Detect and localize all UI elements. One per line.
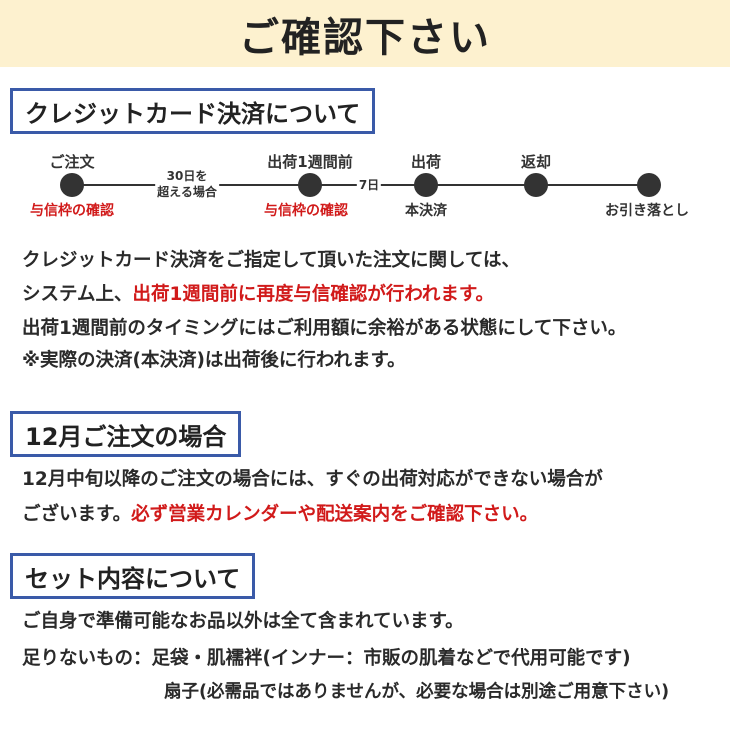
timeline-dot-return bbox=[524, 173, 548, 197]
timeline-dot-order bbox=[60, 173, 84, 197]
timeline-label-return: 返却 bbox=[520, 153, 552, 171]
december-para-1: 12月中旬以降のご注文の場合には、すぐの出荷対応ができない場合が bbox=[22, 469, 603, 490]
header-banner: ご確認下さい bbox=[0, 0, 730, 67]
timeline-sub-credit-check-2: 与信枠の確認 bbox=[264, 203, 348, 219]
section-title-set-contents: セット内容について bbox=[10, 553, 256, 599]
section-title-credit-card: クレジットカード決済について bbox=[10, 88, 376, 134]
credit-para-1: クレジットカード決済をご指定して頂いた注文に関しては、 bbox=[22, 250, 521, 271]
timeline-label-shipping: 出荷 bbox=[410, 153, 442, 171]
credit-para-2-highlight: 出荷1週間前に再度与信確認が行われます。 bbox=[132, 284, 495, 305]
page-title: ご確認下さい bbox=[239, 14, 491, 61]
set-para-1: ご自身で準備可能なお品以外は全て含まれています。 bbox=[22, 611, 464, 632]
december-para-2: ございます。必ず営業カレンダーや配送案内をご確認下さい。 bbox=[22, 497, 538, 533]
timeline-sub-withdrawal: お引き落とし bbox=[605, 203, 689, 219]
credit-para-3: 出荷1週間前のタイミングにはご利用額に余裕がある状態にして下さい。 bbox=[22, 318, 627, 339]
timeline-sub-settlement: 本決済 bbox=[405, 203, 447, 219]
timeline-label-week-before: 出荷1週間前 bbox=[267, 153, 353, 171]
timeline-sub-credit-check-1: 与信枠の確認 bbox=[30, 203, 114, 219]
timeline-dot-week-before bbox=[298, 173, 322, 197]
set-para-3: 扇子(必需品ではありませんが、必要な場合は別途ご用意下さい) bbox=[164, 682, 670, 702]
timeline-dot-withdrawal bbox=[637, 173, 661, 197]
gap-label-line1: 30日を bbox=[166, 169, 208, 183]
timeline-label-order: ご注文 bbox=[49, 153, 95, 171]
credit-para-2: システム上、出荷1週間前に再度与信確認が行われます。 bbox=[22, 277, 494, 313]
gap-label-line2: 超える場合 bbox=[157, 185, 217, 199]
timeline-gap-30days: 30日を 超える場合 bbox=[155, 168, 219, 200]
timeline-gap-7days: 7日 bbox=[356, 177, 382, 193]
section-title-december: 12月ご注文の場合 bbox=[10, 411, 242, 457]
december-para-2-prefix: ございます。 bbox=[22, 504, 132, 525]
set-para-2: 足りないもの：足袋・肌襦袢(インナー：市販の肌着などで代用可能です) bbox=[22, 648, 631, 669]
credit-para-2-prefix: システム上、 bbox=[22, 284, 133, 305]
credit-para-4: ※実際の決済(本決済)は出荷後に行われます。 bbox=[22, 350, 406, 371]
timeline-dot-shipping bbox=[414, 173, 438, 197]
december-para-2-highlight: 必ず営業カレンダーや配送案内をご確認下さい。 bbox=[131, 504, 539, 525]
